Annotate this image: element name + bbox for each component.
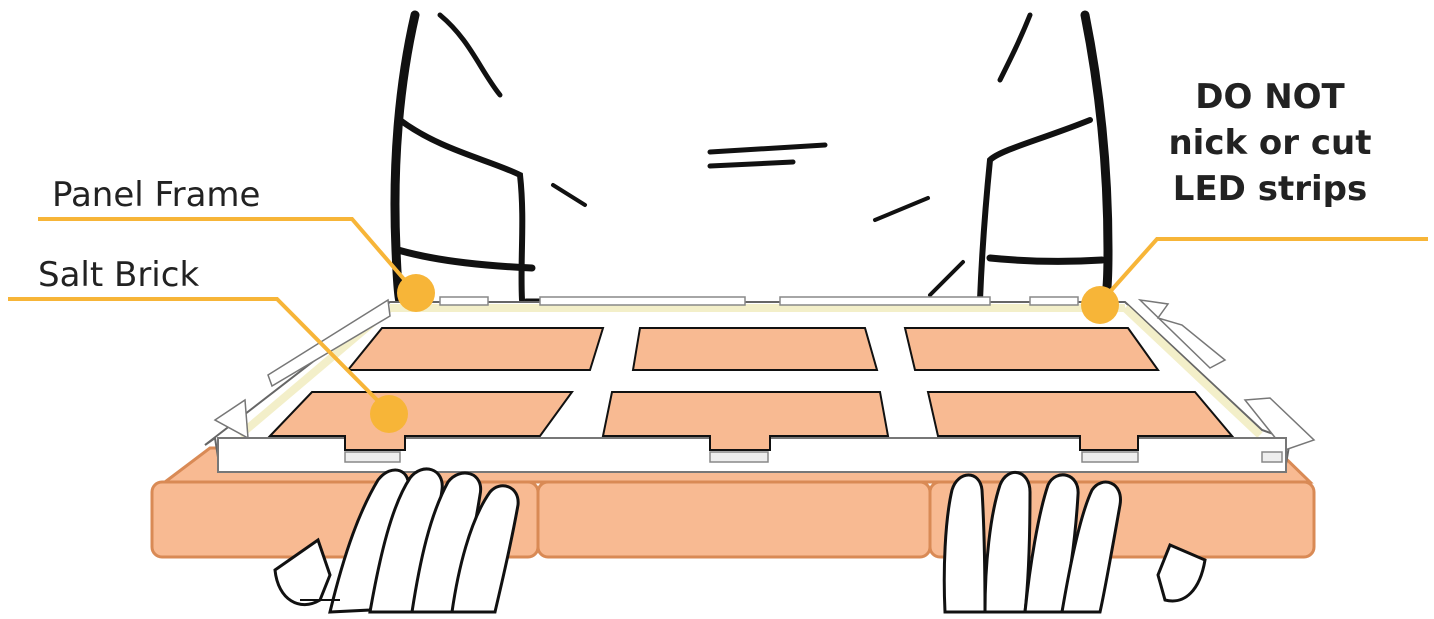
led-strip-marker	[1081, 286, 1119, 324]
led-strip-warning: DO NOT nick or cut LED strips	[1150, 74, 1390, 212]
warning-line-2: nick or cut	[1150, 120, 1390, 166]
person-torso	[395, 15, 1108, 305]
salt-brick-label: Salt Brick	[38, 255, 199, 295]
warning-line-1: DO NOT	[1150, 74, 1390, 120]
panel-frame-marker	[397, 274, 435, 312]
panel-frame-label: Panel Frame	[52, 175, 260, 215]
salt-brick-marker	[370, 395, 408, 433]
warning-line-3: LED strips	[1150, 166, 1390, 212]
